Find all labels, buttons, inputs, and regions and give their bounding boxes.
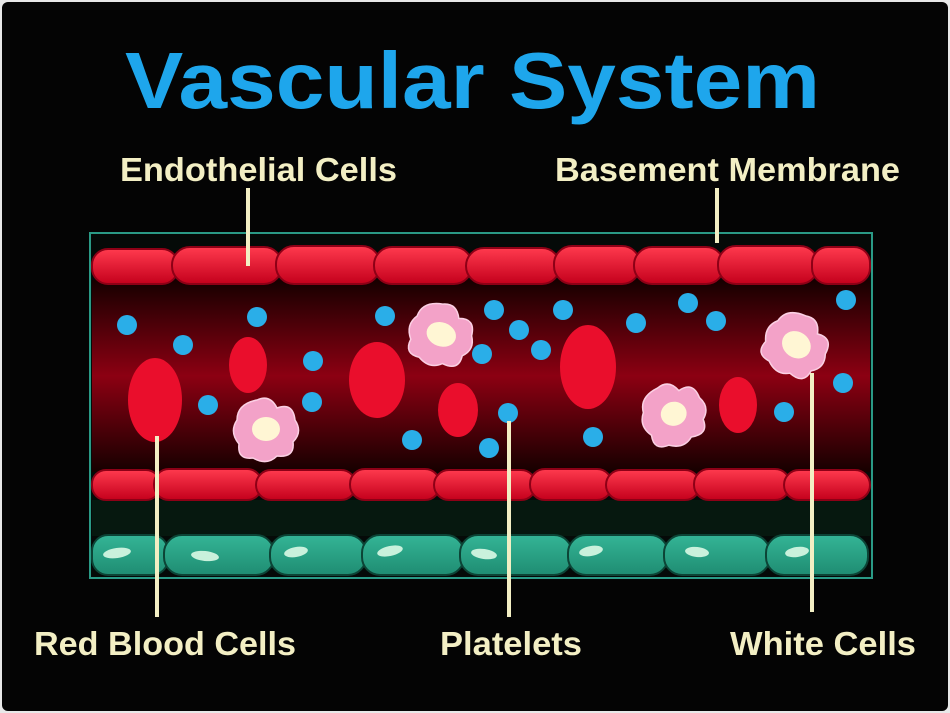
endothelial-cell [717,245,819,285]
endothelial-cell [373,246,473,285]
endothelial-cell [275,245,381,285]
tissue-cell-nucleus [103,547,131,559]
endothelial-cell [171,246,283,285]
endothelial-cell [693,468,791,501]
red-blood-cell [349,342,405,418]
red-blood-cell [438,383,478,437]
platelet [706,311,726,331]
tissue-cell [765,534,869,576]
platelet [375,306,395,326]
label-basement-membrane: Basement Membrane [555,151,900,188]
label-endothelial-cells: Endothelial Cells [120,151,397,188]
red-blood-cell [719,377,757,433]
platelet [117,315,137,335]
endothelial-cell [153,468,263,501]
diagram-title: Vascular System [125,36,820,125]
platelet [303,351,323,371]
endothelial-cell [811,246,871,285]
tissue-cell [269,534,367,576]
platelet [509,320,529,340]
tissue-cell-nucleus [471,548,497,560]
platelet [626,313,646,333]
red-blood-cells [128,325,757,442]
platelet [498,403,518,423]
endothelial-layer-bottom [91,468,871,501]
endothelial-cell [783,469,871,501]
platelet [479,438,499,458]
endothelial-cell [349,468,441,501]
red-blood-cell [560,325,616,409]
tissue-cell-layer [91,534,869,576]
platelet [774,402,794,422]
tissue-cell-nucleus [377,545,403,557]
tissue-cell [361,534,465,576]
platelet [484,300,504,320]
endothelial-cell [529,468,613,501]
tissue-cell-nucleus [685,546,709,558]
endothelial-cell [91,248,179,285]
label-red-blood-cells: Red Blood Cells [34,625,296,662]
tissue-cell [663,534,771,576]
red-blood-cell [128,358,182,442]
platelet [531,340,551,360]
platelet [678,293,698,313]
endothelial-cell [255,469,357,501]
basement-layer [92,500,870,536]
tissue-cell-nucleus [579,545,603,557]
label-platelets: Platelets [440,625,582,662]
white-cell-nucleus [660,401,687,426]
white-cell-nucleus [782,331,811,359]
endothelial-layer-top [91,245,871,285]
white-cell [760,311,830,380]
white-cell-nucleus [252,417,280,441]
endothelial-cell [465,247,561,285]
endothelial-cell [605,469,701,501]
white-cell-nucleus [426,322,456,347]
tissue-cell [163,534,275,576]
label-white-cells: White Cells [730,625,916,662]
platelet [402,430,422,450]
white-cell [232,397,300,463]
white-cell [407,302,474,367]
platelets [117,290,856,458]
platelet [247,307,267,327]
blood-vessel [89,232,873,579]
platelet [173,335,193,355]
platelet [833,373,853,393]
platelet [302,392,322,412]
white-cell [641,383,707,448]
platelet [472,344,492,364]
endothelial-cell [553,245,641,285]
platelet [836,290,856,310]
endothelial-cell [433,469,537,501]
tissue-cell-nucleus [785,546,809,558]
tissue-cell-nucleus [191,550,219,562]
endothelial-cell [91,469,161,501]
white-cells [232,302,830,463]
platelet [583,427,603,447]
red-blood-cell [229,337,267,393]
vessel-lumen [92,280,870,472]
tissue-cell-nucleus [284,546,308,558]
endothelial-cell [633,246,725,285]
platelet [553,300,573,320]
platelet [198,395,218,415]
